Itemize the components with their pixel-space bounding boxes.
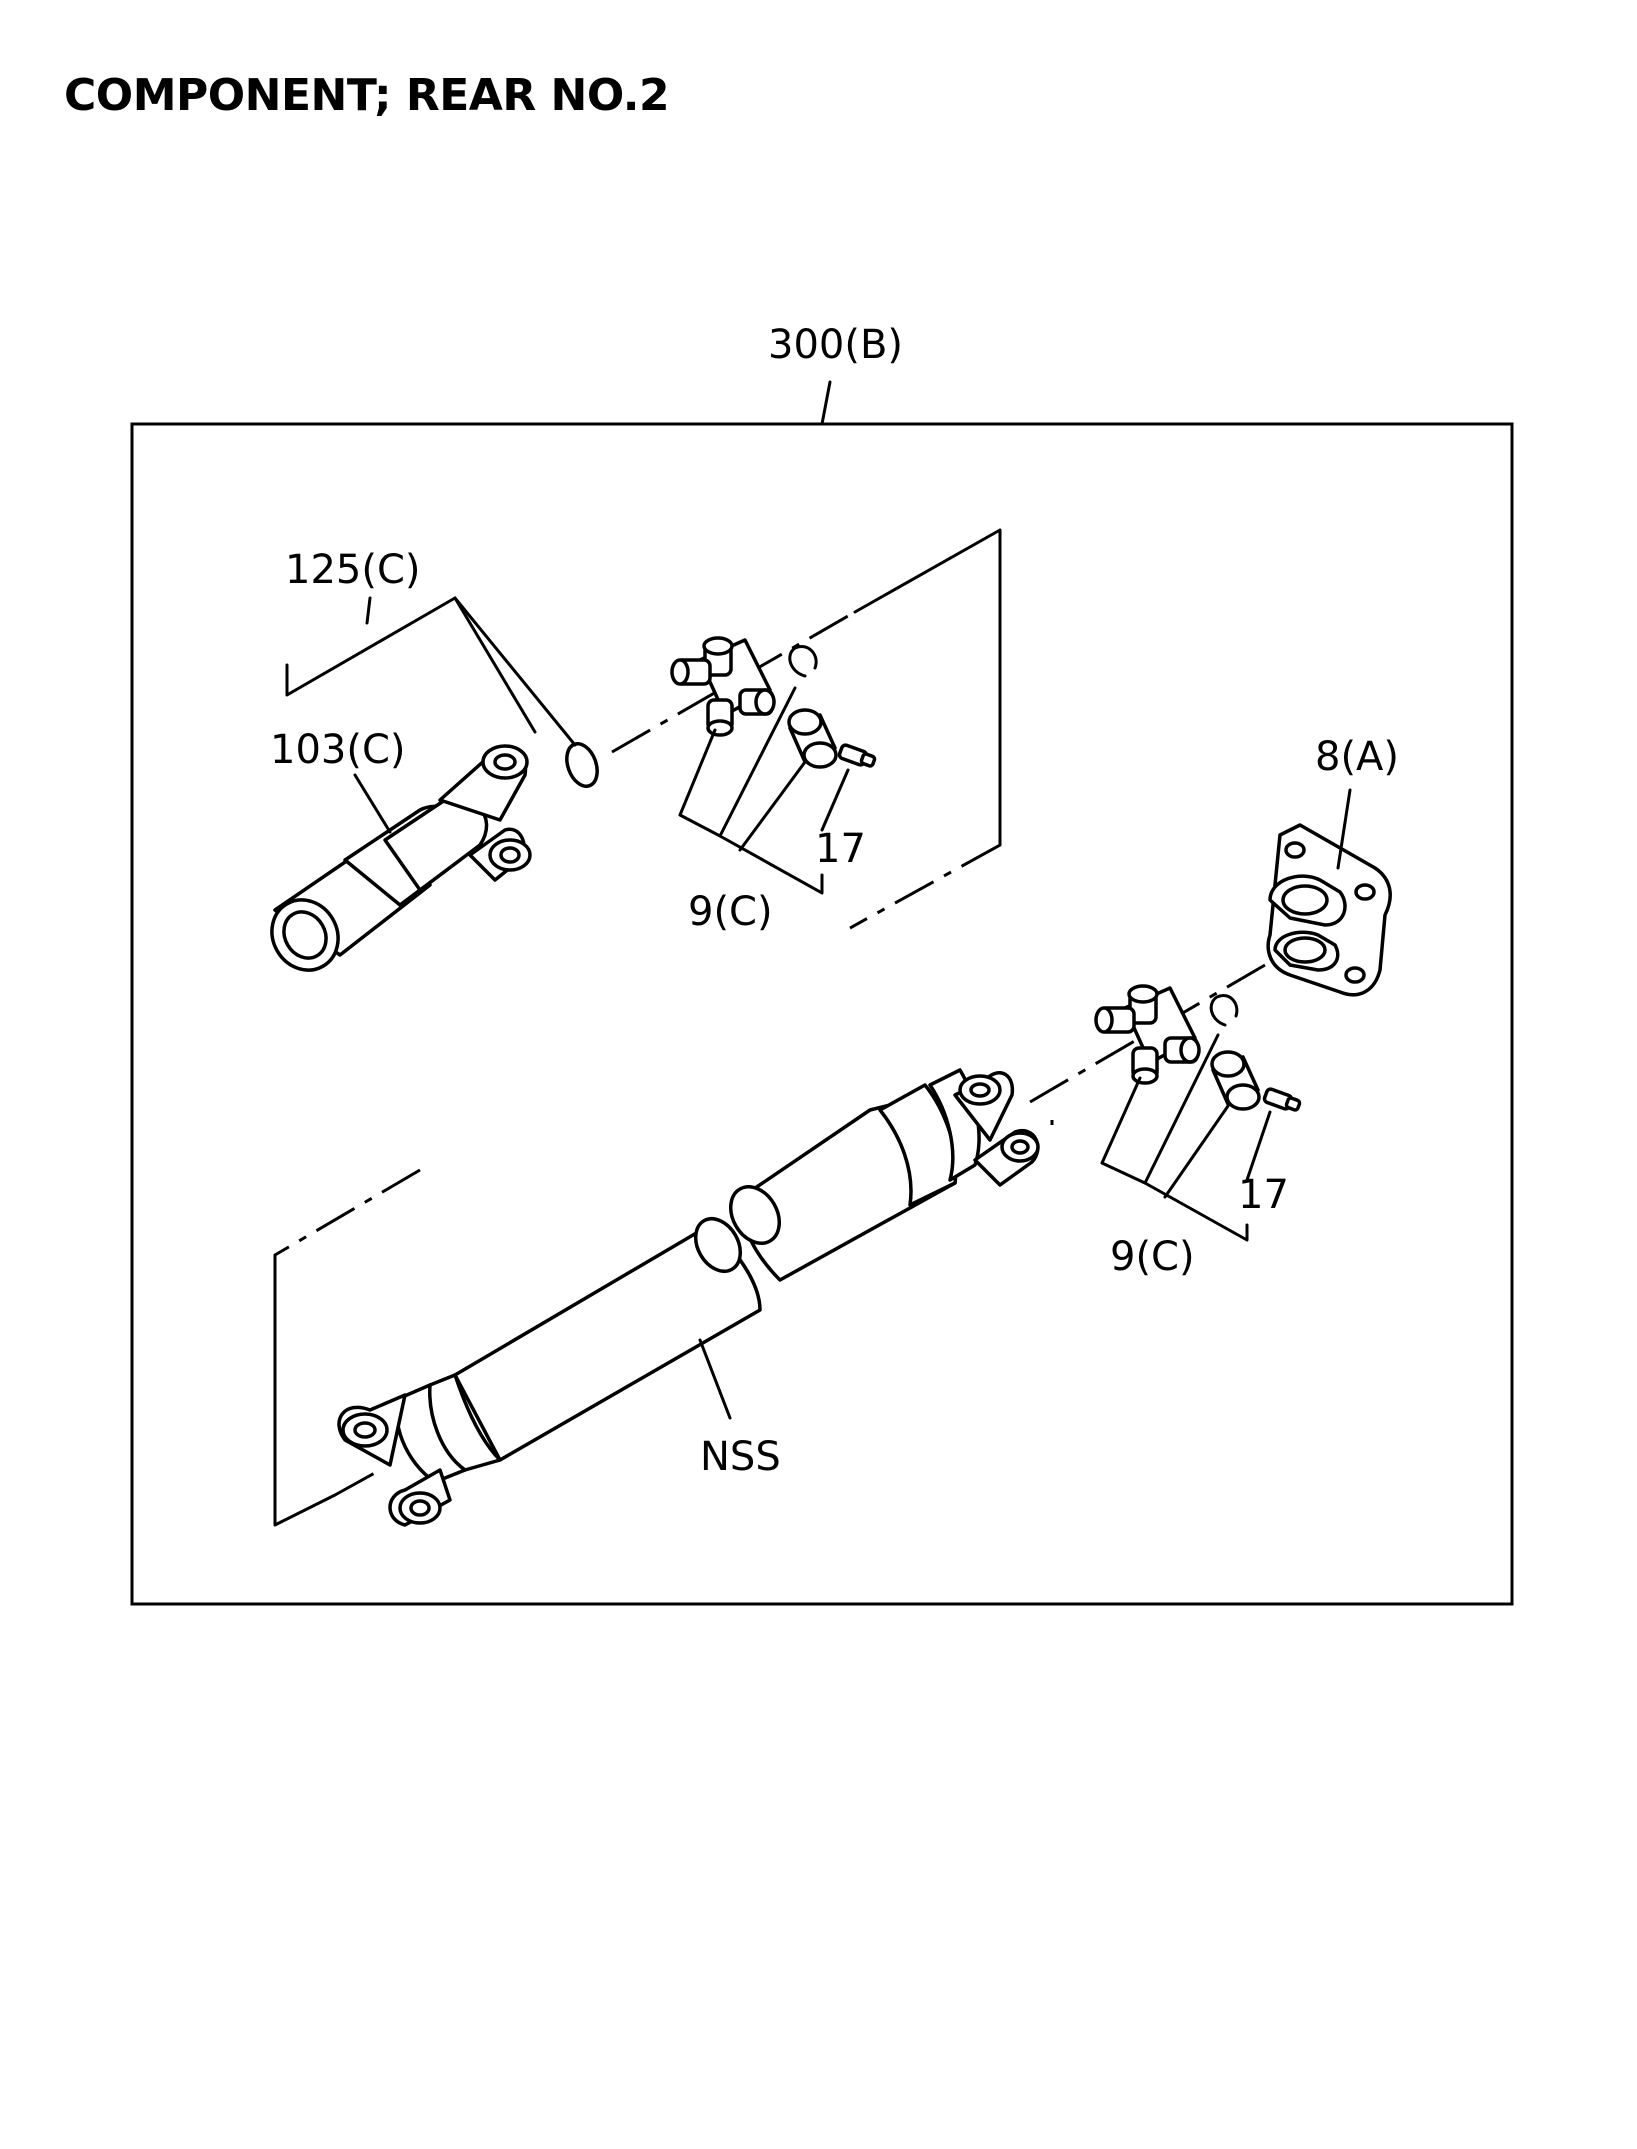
page-title: COMPONENT; REAR NO.2 [64,70,670,121]
universal-joint-upper-part [670,636,776,737]
callout-300B: 300(B) [768,322,903,368]
callout-9C-upper: 9(C) [688,889,773,935]
callout-9C-lower: 9(C) [1110,1234,1195,1280]
grease-nipple-lower-part [1262,1087,1302,1112]
callout-17-lower: 17 [1238,1172,1289,1218]
flange-yoke-part [1266,823,1392,997]
bearing-cup-lower-part [1210,1050,1261,1111]
grease-nipple-upper-part [837,743,877,768]
bearing-cup-upper-part [787,708,838,769]
snap-ring-upper-part [788,645,818,678]
callout-125C: 125(C) [285,547,421,593]
propeller-shaft-part [337,1068,1040,1527]
callout-NSS: NSS [700,1434,781,1480]
snap-ring-lower-part [1209,994,1239,1027]
callout-103C: 103(C) [270,727,406,773]
universal-joint-lower-part [1094,984,1201,1085]
sleeve-yoke-part [270,744,532,972]
seal-ring-part [565,742,599,788]
callout-8A: 8(A) [1315,734,1399,780]
callout-17-upper: 17 [815,826,866,872]
